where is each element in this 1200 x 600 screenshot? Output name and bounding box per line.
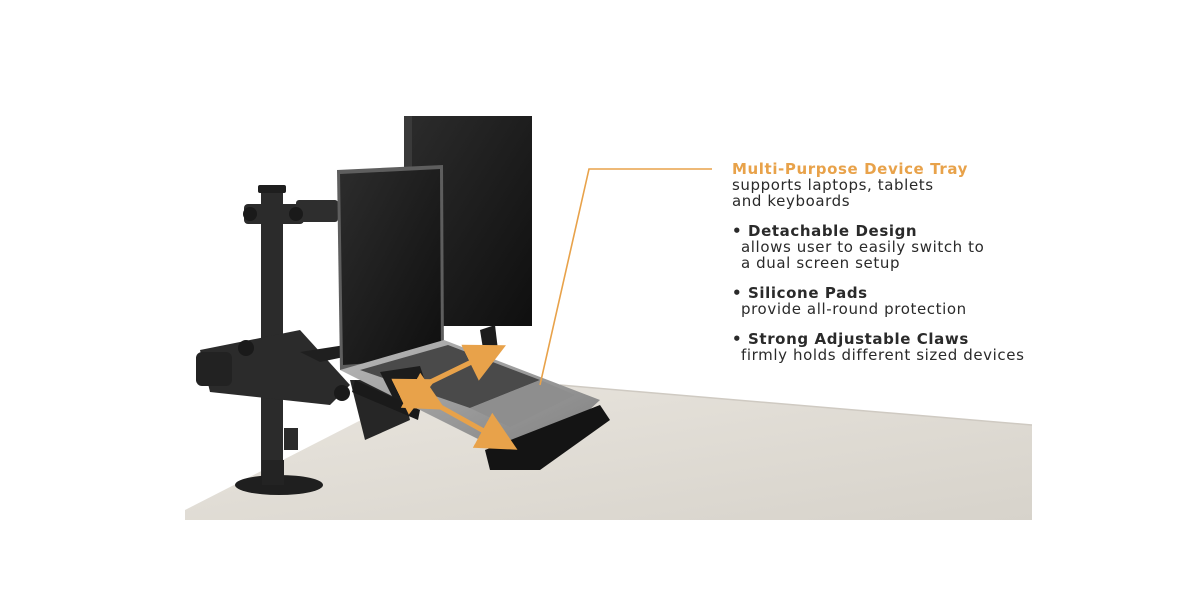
feature-desc-line: firmly holds different sized devices [741,346,1025,364]
desk-surface [185,385,1032,520]
subtitle-line: supports laptops, tablets [732,176,934,194]
feature-title: Silicone Pads [748,284,868,302]
monitor-arm-pole [235,185,323,495]
callout-subtitle: supports laptops, tablets and keyboards [732,177,1062,209]
feature-detachable-design: • Detachable Design allows user to easil… [732,223,1062,271]
feature-adjustable-claws: • Strong Adjustable Claws firmly holds d… [732,331,1062,363]
feature-title: Detachable Design [748,222,918,240]
feature-desc-line: allows user to easily switch to [741,238,985,256]
feature-silicone-pads: • Silicone Pads provide all-round protec… [732,285,1062,317]
upper-arm [243,200,338,224]
callout-title: Multi-Purpose Device Tray [732,160,968,178]
desk-edge [559,384,1033,426]
bullet: • [732,222,743,240]
feature-desc-line: provide all-round protection [741,300,967,318]
bullet: • [732,330,743,348]
depth-adjust-arrow [400,372,518,450]
callout-leader-line [539,168,712,386]
feature-desc-line: a dual screen setup [741,254,901,272]
bullet: • [732,284,743,302]
subtitle-line: and keyboards [732,192,851,210]
laptop-screen [337,165,444,370]
feature-title: Strong Adjustable Claws [748,330,969,348]
feature-callout: Multi-Purpose Device Tray supports lapto… [732,161,1062,363]
